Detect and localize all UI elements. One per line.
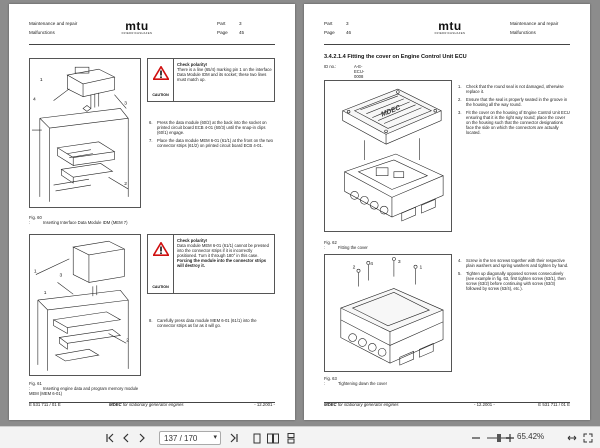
page-number-display: 137 / 170 bbox=[164, 433, 198, 443]
figure-60-caption: Fig. 60 :Inserting Interface Data Module… bbox=[29, 215, 128, 226]
step-item: 3.Fit the cover on the housing of Engine… bbox=[458, 109, 570, 135]
caution-box-2: CAUTION Check polarity! Data module MEM … bbox=[147, 234, 275, 294]
figure-62-caption: Fig. 62 :Fitting the cover bbox=[324, 240, 368, 251]
fig61-callout-2: 2 bbox=[126, 337, 129, 343]
figure-60-illustration: 1 4 3 2 bbox=[29, 58, 141, 208]
fig60-callout-3: 3 bbox=[124, 101, 127, 107]
viewer-toolbar: 137 / 170 ▾ 65.42% bbox=[0, 426, 600, 448]
fig63-callout-4: 4 bbox=[370, 261, 373, 267]
next-page-button[interactable] bbox=[136, 432, 148, 444]
page-number-input[interactable]: 137 / 170 ▾ bbox=[159, 431, 221, 445]
step-8: 8.Carefully press data module MEM 6-01 (… bbox=[149, 318, 275, 331]
two-page-icon bbox=[267, 433, 279, 443]
fig63-callout-2: 2 bbox=[353, 265, 356, 271]
previous-page-button[interactable] bbox=[120, 432, 132, 444]
single-page-icon bbox=[253, 433, 261, 443]
step-item: 2.Ensure that the seal is properly seate… bbox=[458, 96, 568, 107]
idm-insertion-drawing: 1 4 3 2 bbox=[31, 66, 129, 202]
mtu-logo: mtu FRIEDRICHSHAFEN bbox=[121, 19, 153, 35]
chevron-right-icon bbox=[139, 433, 145, 443]
step-item: 1.Check that the round seal is not damag… bbox=[458, 84, 564, 95]
fullscreen-button[interactable] bbox=[582, 432, 594, 444]
warning-triangle-icon bbox=[153, 66, 169, 80]
page-footer: E 531 711 / 01 E MDEC for stationary gen… bbox=[29, 402, 275, 407]
fig61-callout-1a: 1 bbox=[34, 269, 37, 275]
footer-rule bbox=[324, 402, 570, 403]
caution-icon-panel: CAUTION bbox=[148, 235, 174, 293]
fit-width-button[interactable] bbox=[566, 432, 578, 444]
zoom-out-button[interactable] bbox=[470, 432, 482, 444]
fig60-callout-2: 2 bbox=[124, 181, 127, 187]
zoom-slider-handle[interactable] bbox=[497, 434, 501, 442]
page-45: Maintenance and repair Malfunctions mtu … bbox=[9, 4, 295, 420]
mtu-logo: mtu FRIEDRICHSHAFEN bbox=[434, 19, 466, 35]
step-item: 7.Place the data module MEM 6-01 (61/1) … bbox=[149, 137, 273, 148]
first-page-icon bbox=[106, 433, 114, 443]
continuous-view-button[interactable] bbox=[284, 432, 298, 444]
header-subsection: Malfunctions bbox=[29, 30, 55, 35]
fit-width-icon bbox=[567, 435, 577, 441]
first-page-button[interactable] bbox=[104, 432, 116, 444]
minus-icon bbox=[472, 437, 480, 439]
steps-6-7: 6.Press the data module (60/2) at the ba… bbox=[149, 120, 275, 151]
id-number: ID no.: A-E-ECU-0008 bbox=[324, 64, 365, 79]
step-item: 8.Carefully press data module MEM 6-01 (… bbox=[149, 318, 257, 329]
continuous-page-icon bbox=[287, 432, 295, 443]
zoom-level[interactable]: 65.42% bbox=[517, 432, 545, 441]
zoom-slider[interactable] bbox=[486, 432, 510, 444]
header-rule bbox=[29, 44, 275, 45]
footer-rule bbox=[29, 402, 275, 403]
fig61-callout-3: 3 bbox=[59, 273, 62, 279]
fig61-callout-1b: 1 bbox=[44, 290, 47, 296]
steps-4-5: 4.Screw in the ten screws together with … bbox=[458, 258, 570, 294]
warning-triangle-icon bbox=[153, 242, 169, 256]
caution-box-1: CAUTION Check polarity! There is a line … bbox=[147, 58, 275, 102]
page-46: Part 3 Page 46 mtu FRIEDRICHSHAFEN Maint… bbox=[304, 4, 590, 420]
last-page-button[interactable] bbox=[228, 432, 240, 444]
figure-61-illustration: 3 1 2 1 bbox=[29, 234, 141, 376]
figure-63-caption: Fig. 63 :Tightening down the cover bbox=[324, 376, 387, 387]
fullscreen-icon bbox=[583, 433, 593, 443]
figure-63-illustration: 2 4 3 1 bbox=[324, 254, 452, 372]
chevron-left-icon bbox=[123, 433, 129, 443]
mem-insertion-drawing: 3 1 2 1 bbox=[34, 240, 129, 371]
document-viewport[interactable]: Maintenance and repair Malfunctions mtu … bbox=[0, 0, 600, 426]
zoom-slider-track bbox=[487, 434, 509, 442]
page-footer: MDEC for stationary generator engines - … bbox=[324, 402, 570, 407]
ecu-cover-tightening-drawing: 2 4 3 1 bbox=[340, 257, 444, 366]
section-title: 3.4.2.1.4 Fitting the cover on Engine Co… bbox=[324, 54, 467, 60]
caution-icon-panel: CAUTION bbox=[148, 59, 174, 101]
last-page-icon bbox=[230, 433, 238, 443]
fig60-callout-1: 1 bbox=[40, 77, 43, 83]
single-page-view-button[interactable] bbox=[250, 432, 264, 444]
step-item: 5.Tighten up diagonally opposed screws c… bbox=[458, 270, 566, 292]
fig60-callout-4: 4 bbox=[33, 97, 36, 103]
page-header: Part 3 Page 46 mtu FRIEDRICHSHAFEN Maint… bbox=[324, 19, 559, 35]
zoom-in-button[interactable] bbox=[504, 432, 516, 444]
header-section: Maintenance and repair bbox=[29, 21, 78, 26]
step-item: 6.Press the data module (60/2) at the ba… bbox=[149, 120, 267, 136]
fig63-callout-3: 3 bbox=[398, 259, 401, 265]
header-rule bbox=[324, 44, 570, 45]
page-header: Maintenance and repair Malfunctions mtu … bbox=[29, 19, 245, 35]
chevron-down-icon: ▾ bbox=[213, 434, 217, 441]
figure-62-illustration: MDEC bbox=[324, 80, 452, 232]
fig63-callout-1: 1 bbox=[419, 265, 422, 271]
plus-icon bbox=[506, 434, 514, 442]
steps-1-3: 1.Check that the round seal is not damag… bbox=[458, 84, 570, 138]
step-item: 4.Screw in the ten screws together with … bbox=[458, 258, 569, 269]
two-page-view-button[interactable] bbox=[266, 432, 280, 444]
ecu-cover-fitting-drawing: MDEC bbox=[342, 88, 444, 222]
caution-text-1: Check polarity! There is a line (65/4) m… bbox=[177, 62, 272, 82]
figure-61-caption: Fig. 61 :Inserting engine data and progr… bbox=[29, 381, 139, 397]
caution-text-2: Check polarity! Data module MEM 6-01 (61… bbox=[177, 238, 269, 268]
